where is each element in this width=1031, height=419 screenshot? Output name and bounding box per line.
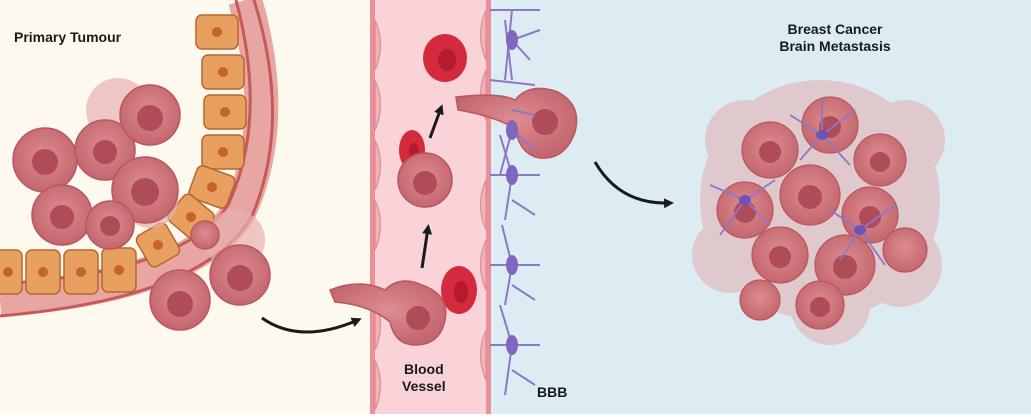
primary-tumour-label: Primary Tumour: [14, 29, 122, 45]
arrow-circulation-upper: [428, 104, 444, 139]
blood-vessel-label-line1: Blood: [403, 361, 444, 377]
bbb-astrocytes: [489, 9, 541, 396]
epithelial-cell-layer: [0, 14, 247, 295]
process-arrows: [261, 104, 674, 334]
brain-metastasis-label-line1: Breast Cancer: [787, 21, 883, 37]
brain-metastasis-label-line2: Brain Metastasis: [779, 38, 891, 54]
brain-metastasis-label: Breast Cancer Brain Metastasis: [740, 21, 930, 55]
arrow-intravasation: [261, 316, 362, 334]
arrow-colonisation: [593, 161, 674, 209]
arrow-circulation-lower: [420, 224, 433, 269]
brain-metastasis-cluster: [692, 80, 945, 345]
vessel-wall-left: [370, 0, 375, 414]
blood-vessel-label: Blood Vessel: [402, 361, 446, 395]
primary-tumour-cluster: [12, 78, 271, 331]
blood-vessel-label-line2: Vessel: [402, 378, 446, 394]
vessel-wall-right: [486, 0, 491, 414]
bbb-label: BBB: [537, 384, 568, 400]
